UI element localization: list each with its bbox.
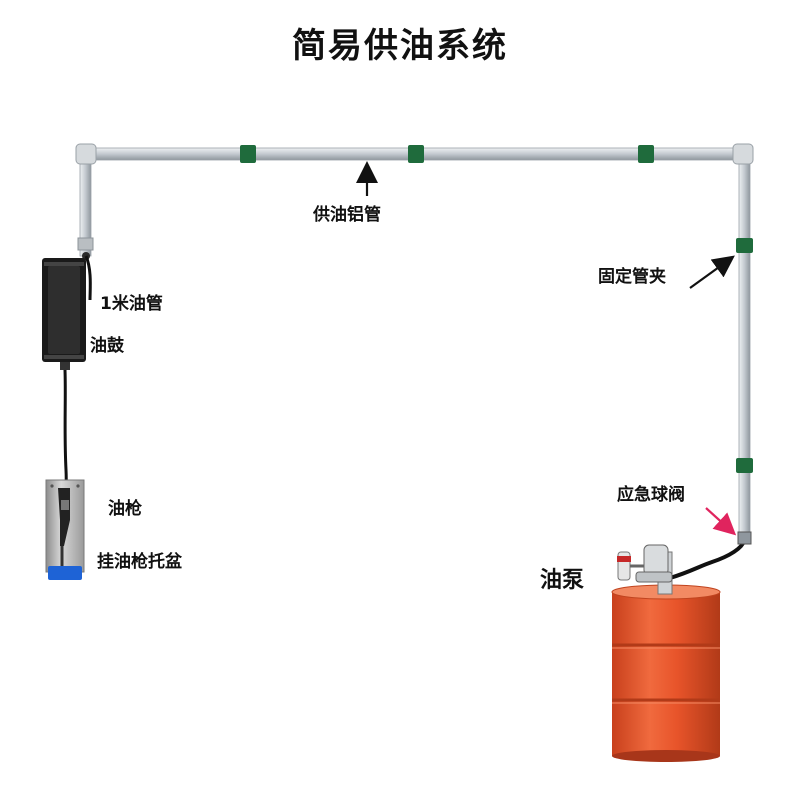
arrow-pipe-clamp xyxy=(689,255,735,289)
pump-hose xyxy=(669,540,746,580)
oil-barrel xyxy=(611,584,721,762)
label-gun-tray: 挂油枪托盆 xyxy=(97,552,182,572)
pipe-clamp xyxy=(736,238,753,253)
label-hose-1m: 1米油管 xyxy=(100,294,163,314)
label-oil-gun: 油枪 xyxy=(108,499,142,519)
arrow-ball-valve xyxy=(705,507,737,536)
label-oil-drum-reel: 油鼓 xyxy=(90,336,124,356)
label-oil-pump: 油泵 xyxy=(540,568,585,593)
pipe-clamp xyxy=(638,145,654,163)
page-title: 简易供油系统 xyxy=(292,26,508,66)
callout-arrows xyxy=(356,161,737,536)
ball-valve xyxy=(737,531,752,545)
label-aluminum-pipe: 供油铝管 xyxy=(313,205,381,225)
oil-hose-reel xyxy=(42,255,92,370)
label-emergency-ball-valve: 应急球阀 xyxy=(617,485,685,505)
pipe-clamps xyxy=(240,145,753,473)
pipe-clamp xyxy=(408,145,424,163)
oil-pump xyxy=(617,544,673,595)
pipe-clamp xyxy=(736,458,753,473)
pipe-clamp xyxy=(240,145,256,163)
oil-gun xyxy=(58,488,70,566)
label-pipe-clamp: 固定管夹 xyxy=(598,267,666,287)
